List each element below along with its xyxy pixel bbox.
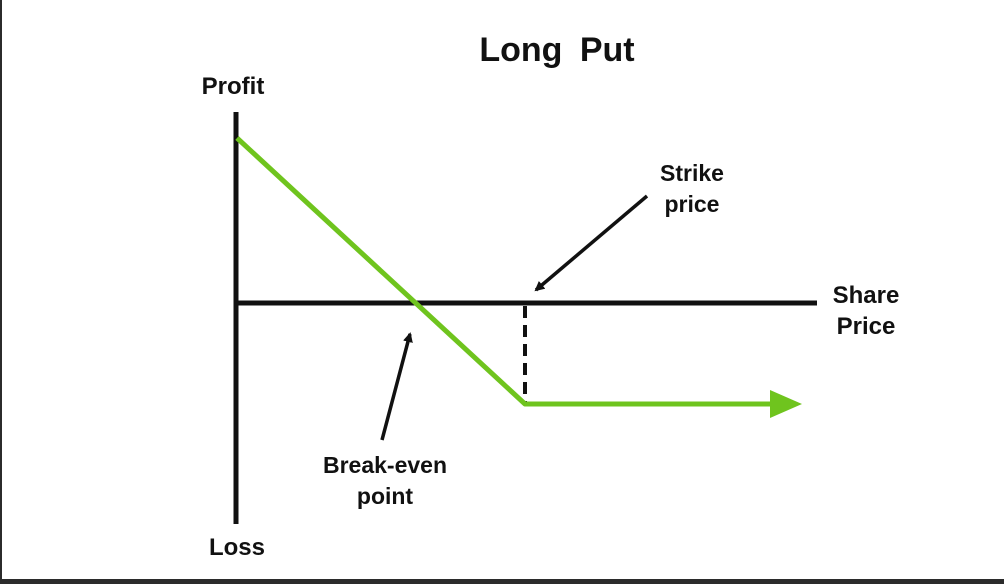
payoff-arrowhead-icon xyxy=(770,390,802,418)
strike-arrow-icon xyxy=(534,194,649,292)
break-even-label: Break-even point xyxy=(322,452,448,509)
payoff-line xyxy=(235,136,774,407)
y-axis-top-label: Profit xyxy=(201,73,265,100)
y-axis-bottom-label: Loss xyxy=(208,534,265,561)
break-even-arrow-icon xyxy=(380,332,413,441)
strike-price-label: Strike price xyxy=(660,160,724,217)
chart-title: Long Put xyxy=(479,31,635,69)
x-axis-label: Share Price xyxy=(832,282,900,340)
